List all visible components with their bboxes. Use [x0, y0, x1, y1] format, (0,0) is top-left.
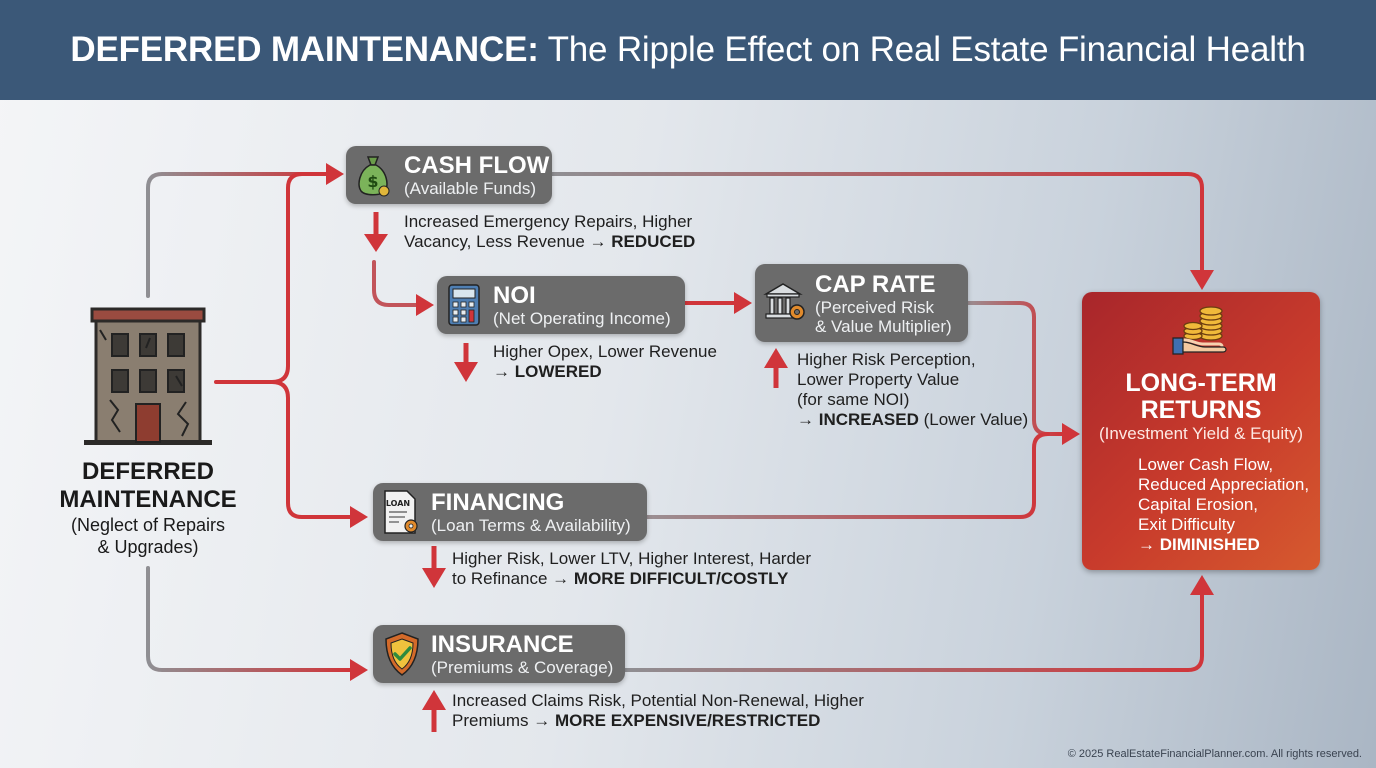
cash-flow-desc: Increased Emergency Repairs, Higher Vaca… — [404, 212, 695, 252]
financing-title: FINANCING — [431, 489, 565, 516]
insurance-desc: Increased Claims Risk, Potential Non-Ren… — [452, 691, 864, 731]
arrowhead-returns-bottom — [1190, 575, 1214, 595]
insurance-subtitle: (Premiums & Coverage) — [431, 658, 614, 677]
long-term-desc: Lower Cash Flow, Reduced Appreciation, C… — [1138, 455, 1310, 554]
cap-rate-desc: Higher Risk Perception, Lower Property V… — [797, 350, 1028, 430]
arrowhead-insurance — [350, 659, 368, 681]
title-bold: DEFERRED MAINTENANCE: — [70, 30, 539, 69]
cash-flow-title: CASH FLOW — [404, 152, 550, 179]
flow-source-branch — [214, 172, 332, 384]
arrowhead-financing — [350, 506, 368, 528]
building-icon — [84, 307, 212, 445]
cash-flow-desc-line1: Increased Emergency Repairs, Higher — [404, 212, 693, 231]
long-term-title: LONG-TERM RETURNS — [1125, 369, 1277, 424]
cap-rate-desc-line2: Lower Property Value — [797, 370, 960, 389]
source-title: DEFERRED MAINTENANCE — [40, 458, 256, 514]
insurance-desc-line2: Premiums → MORE EXPENSIVE/RESTRICTED — [452, 711, 821, 730]
noi-down-arrow — [454, 343, 478, 382]
arrowhead-noi — [416, 294, 434, 316]
flow-source-to-insurance — [146, 566, 352, 672]
noi-subtitle: (Net Operating Income) — [493, 309, 671, 328]
loan-document-icon: LOAN — [384, 490, 418, 534]
cash-flow-desc-line2: Vacancy, Less Revenue → REDUCED — [404, 232, 696, 251]
noi-title: NOI — [493, 282, 536, 309]
flow-cashflow-to-returns — [550, 172, 1204, 274]
financing-subtitle: (Loan Terms & Availability) — [431, 516, 631, 535]
financing-down-arrow — [422, 546, 446, 588]
money-bag-icon: $ — [358, 156, 390, 197]
cap-rate-subtitle: (Perceived Risk & Value Multiplier) — [815, 298, 952, 336]
cap-rate-title: CAP RATE — [815, 271, 936, 298]
cashflow-down-arrow — [364, 212, 388, 252]
flow-source-to-cashflow-top — [146, 172, 332, 298]
flow-cashflow-to-noi — [372, 260, 420, 307]
page-title: DEFERRED MAINTENANCE: The Ripple Effect … — [70, 30, 1305, 70]
coins-hand-icon — [1172, 306, 1227, 355]
bank-gear-icon — [763, 283, 805, 320]
insurance-title: INSURANCE — [431, 631, 574, 658]
flow-source-to-financing — [270, 380, 352, 519]
copyright: © 2025 RealEstateFinancialPlanner.com. A… — [1067, 748, 1362, 760]
flow-financing-to-returns — [645, 432, 1050, 519]
insurance-desc-line1: Increased Claims Risk, Potential Non-Ren… — [452, 691, 864, 710]
arrowhead-caprate — [734, 292, 752, 314]
noi-desc: Higher Opex, Lower Revenue → LOWERED — [493, 342, 717, 382]
calculator-icon — [448, 284, 480, 326]
insurance-box: INSURANCE (Premiums & Coverage) — [373, 625, 625, 683]
cap-rate-desc-line1: Higher Risk Perception, — [797, 350, 976, 369]
header-banner: DEFERRED MAINTENANCE: The Ripple Effect … — [0, 0, 1376, 100]
svg-text:$: $ — [367, 172, 378, 191]
arrowhead-returns-left — [1062, 423, 1080, 445]
title-rest: The Ripple Effect on Real Estate Financi… — [547, 30, 1306, 69]
arrowhead-returns-top — [1190, 270, 1214, 290]
source-subtitle: (Neglect of Repairs & Upgrades) — [40, 514, 256, 558]
caprate-up-arrow — [764, 348, 788, 388]
source-sub-line2: & Upgrades) — [97, 537, 199, 557]
shield-check-icon — [385, 632, 419, 676]
financing-desc-line2: to Refinance → MORE DIFFICULT/COSTLY — [452, 569, 789, 588]
flow-insurance-to-returns — [623, 590, 1204, 672]
cap-rate-box: CAP RATE (Perceived Risk & Value Multipl… — [755, 264, 968, 342]
source-sub-line1: (Neglect of Repairs — [70, 515, 226, 535]
financing-box: LOAN FINANCING (Loan Terms & Availabilit… — [373, 483, 647, 541]
long-term-returns-box: LONG-TERM RETURNS (Investment Yield & Eq… — [1082, 292, 1320, 570]
noi-desc-line2: → LOWERED — [493, 362, 602, 381]
long-term-subtitle: (Investment Yield & Equity) — [1098, 424, 1304, 443]
cap-rate-desc-line4: → INCREASED (Lower Value) — [797, 410, 1029, 429]
source-title-line2: MAINTENANCE — [59, 486, 237, 513]
noi-desc-line1: Higher Opex, Lower Revenue — [493, 342, 717, 361]
arrowhead-cashflow — [326, 163, 344, 185]
financing-desc-line1: Higher Risk, Lower LTV, Higher Interest,… — [452, 549, 812, 568]
cap-rate-desc-line3: (for same NOI) — [797, 390, 910, 409]
financing-desc: Higher Risk, Lower LTV, Higher Interest,… — [452, 549, 811, 589]
loan-icon-text: LOAN — [386, 499, 410, 508]
insurance-up-arrow — [422, 690, 446, 732]
source-title-line1: DEFERRED — [81, 458, 214, 485]
noi-box: NOI (Net Operating Income) — [437, 276, 685, 334]
cash-flow-subtitle: (Available Funds) — [404, 179, 536, 198]
cash-flow-box: $ CASH FLOW (Available Funds) — [346, 146, 552, 204]
